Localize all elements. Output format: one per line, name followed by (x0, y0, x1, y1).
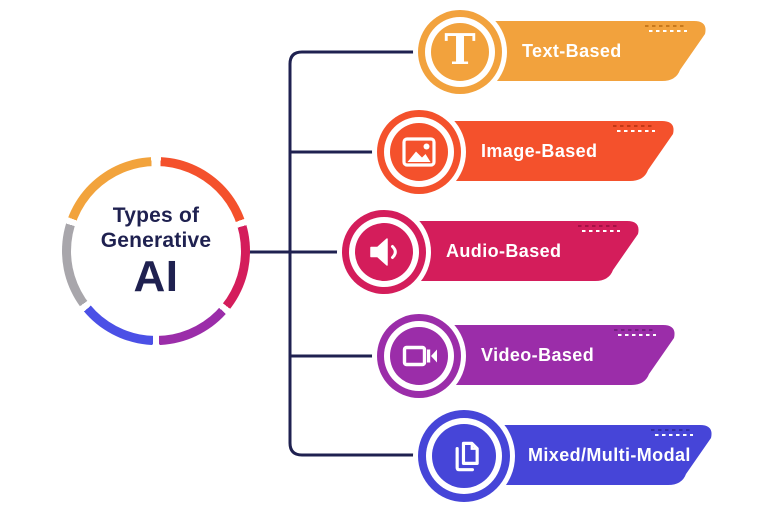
center-title-emphasis: AI (133, 251, 179, 301)
audio-icon (370, 238, 397, 266)
central-node: Types of Generative AI (71, 166, 241, 336)
video-icon (402, 345, 437, 367)
branch-label-mixed-multimodal: Mixed/Multi-Modal (528, 444, 691, 465)
center-title-line2: Generative (100, 228, 212, 252)
center-title-line1: Types of (112, 203, 200, 227)
banner-text-based (440, 21, 706, 81)
branch-label-video-based: Video-Based (481, 344, 595, 365)
branch-node-video (377, 314, 461, 398)
banner-mixed-multimodal (444, 425, 712, 485)
branch-label-audio-based: Audio-Based (446, 240, 562, 261)
dash-decoration (645, 25, 687, 32)
mixed-multimodal-icon (455, 441, 479, 472)
branch-node-text: T (418, 10, 502, 94)
branch-label-text-based: Text-Based (522, 40, 622, 61)
branch-node-audio (342, 210, 426, 294)
banner-video-based (399, 325, 675, 385)
dash-decoration (578, 225, 620, 232)
banner-audio-based (364, 221, 639, 281)
banner-image-based (399, 121, 674, 181)
dash-decoration (651, 429, 693, 436)
connector-trunk-top (288, 50, 422, 254)
connector-trunk-bottom (288, 250, 422, 457)
image-icon (402, 137, 436, 167)
branch-node-mixed (418, 410, 510, 502)
branch-node-image (377, 110, 461, 194)
text-icon: T (444, 25, 476, 74)
branch-label-image-based: Image-Based (481, 140, 598, 161)
dash-decoration (614, 329, 656, 336)
dash-decoration (613, 125, 655, 132)
